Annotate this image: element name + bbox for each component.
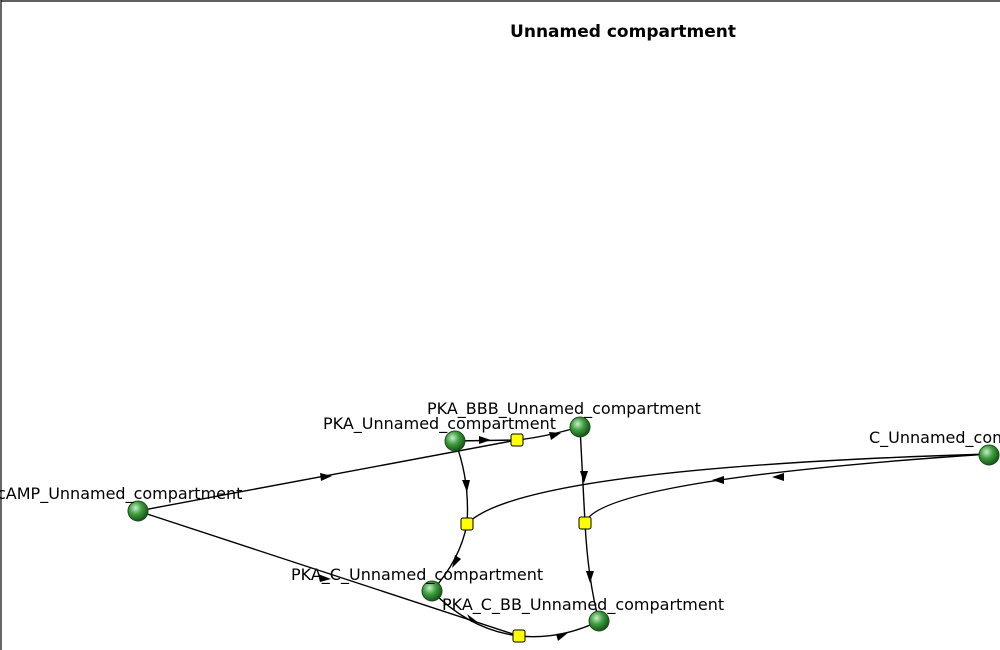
arrowhead (580, 471, 588, 483)
arrowhead (467, 614, 479, 623)
compartment-title: Unnamed compartment (510, 22, 736, 42)
reaction-nodes (460, 433, 592, 643)
arrowhead (712, 476, 724, 484)
reaction-node-r4[interactable] (512, 629, 526, 643)
species-label-C: C_Unnamed_compartment (869, 428, 1000, 448)
arrowhead (320, 473, 332, 481)
arrowhead (586, 571, 594, 583)
species-node-PKA_C_BB[interactable] (588, 610, 610, 632)
species-node-C[interactable] (978, 444, 1000, 466)
species-label-PKA: PKA_Unnamed_compartment (323, 414, 556, 434)
arrowhead (556, 632, 569, 641)
arrowhead (318, 574, 331, 582)
arrowhead (452, 555, 461, 568)
species-label-PKA_BBB: PKA_BBB_Unnamed_compartment (427, 399, 701, 419)
species-nodes (127, 416, 1000, 632)
arrowhead (549, 432, 561, 440)
reaction-node-r2[interactable] (460, 517, 474, 531)
species-node-PKA_BBB[interactable] (569, 416, 591, 438)
arrowhead (772, 473, 784, 481)
species-label-PKA_C: PKA_C_Unnamed_compartment (291, 565, 543, 585)
edge-C-to-r3 (584, 453, 990, 524)
reaction-node-r1[interactable] (510, 433, 524, 447)
species-node-cAMP[interactable] (127, 500, 149, 522)
reaction-node-r3[interactable] (578, 516, 592, 530)
arrowheads (318, 432, 784, 641)
arrowhead (462, 480, 470, 492)
edge-cAMP-to-r4 (137, 510, 520, 637)
edge-C-to-r2 (466, 453, 990, 525)
species-labels: cAMP_Unnamed_compartment PKA_Unnamed_com… (0, 399, 1000, 615)
species-label-PKA_C_BB: PKA_C_BB_Unnamed_compartment (442, 595, 724, 615)
species-node-PKA[interactable] (444, 430, 466, 452)
arrowhead (479, 436, 491, 444)
species-node-PKA_C[interactable] (421, 580, 443, 602)
species-label-cAMP: cAMP_Unnamed_compartment (0, 484, 242, 504)
